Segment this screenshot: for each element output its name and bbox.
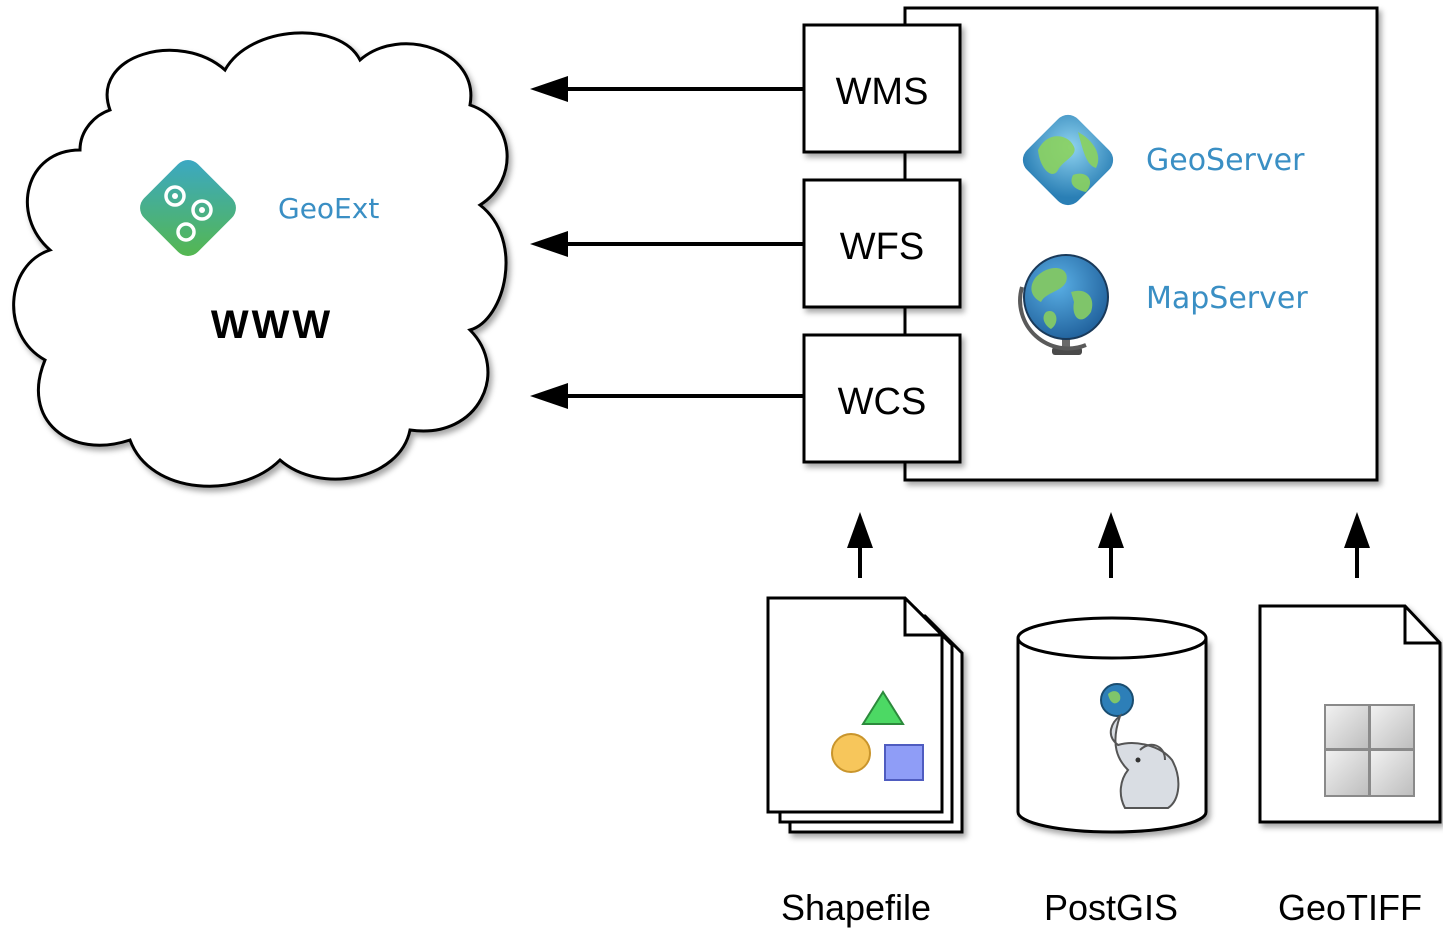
source-arrows [847,512,1370,578]
postgis-database-icon [1016,616,1208,834]
service-wfs: WFS [802,178,962,309]
cloud-shape [12,31,509,488]
wms-label: WMS [836,71,929,113]
service-arrows [530,76,803,409]
www-label: WWW [211,303,333,347]
circle-icon [831,733,871,773]
wfs-label: WFS [840,226,924,268]
geoserver-globe-icon [1022,114,1114,206]
raster-grid-icon [1324,704,1415,797]
postgis-elephant-icon [1100,683,1180,809]
service-wms: WMS [802,23,962,154]
geoserver-label: GeoServer [1146,143,1305,178]
server-box: WMS WFS WCS GeoServer MapServer [802,6,1379,482]
geotiff-label: GeoTIFF [1278,887,1422,928]
square-icon [884,744,924,781]
service-wcs: WCS [802,333,962,464]
shapefile-document-stack-icon [766,596,964,834]
postgis-label: PostGIS [1044,887,1178,928]
www-cloud: GeoExt WWW [12,31,509,488]
shapefile-label: Shapefile [781,887,931,928]
wcs-label: WCS [838,381,927,423]
geoext-gears-icon [140,160,236,256]
mapserver-label: MapServer [1146,281,1308,316]
triangle-icon [861,690,905,725]
server-panel [903,6,1379,482]
mapserver-globe-icon [1018,254,1109,355]
geoext-label: GeoExt [278,192,379,225]
geotiff-raster-document-icon [1258,604,1442,824]
